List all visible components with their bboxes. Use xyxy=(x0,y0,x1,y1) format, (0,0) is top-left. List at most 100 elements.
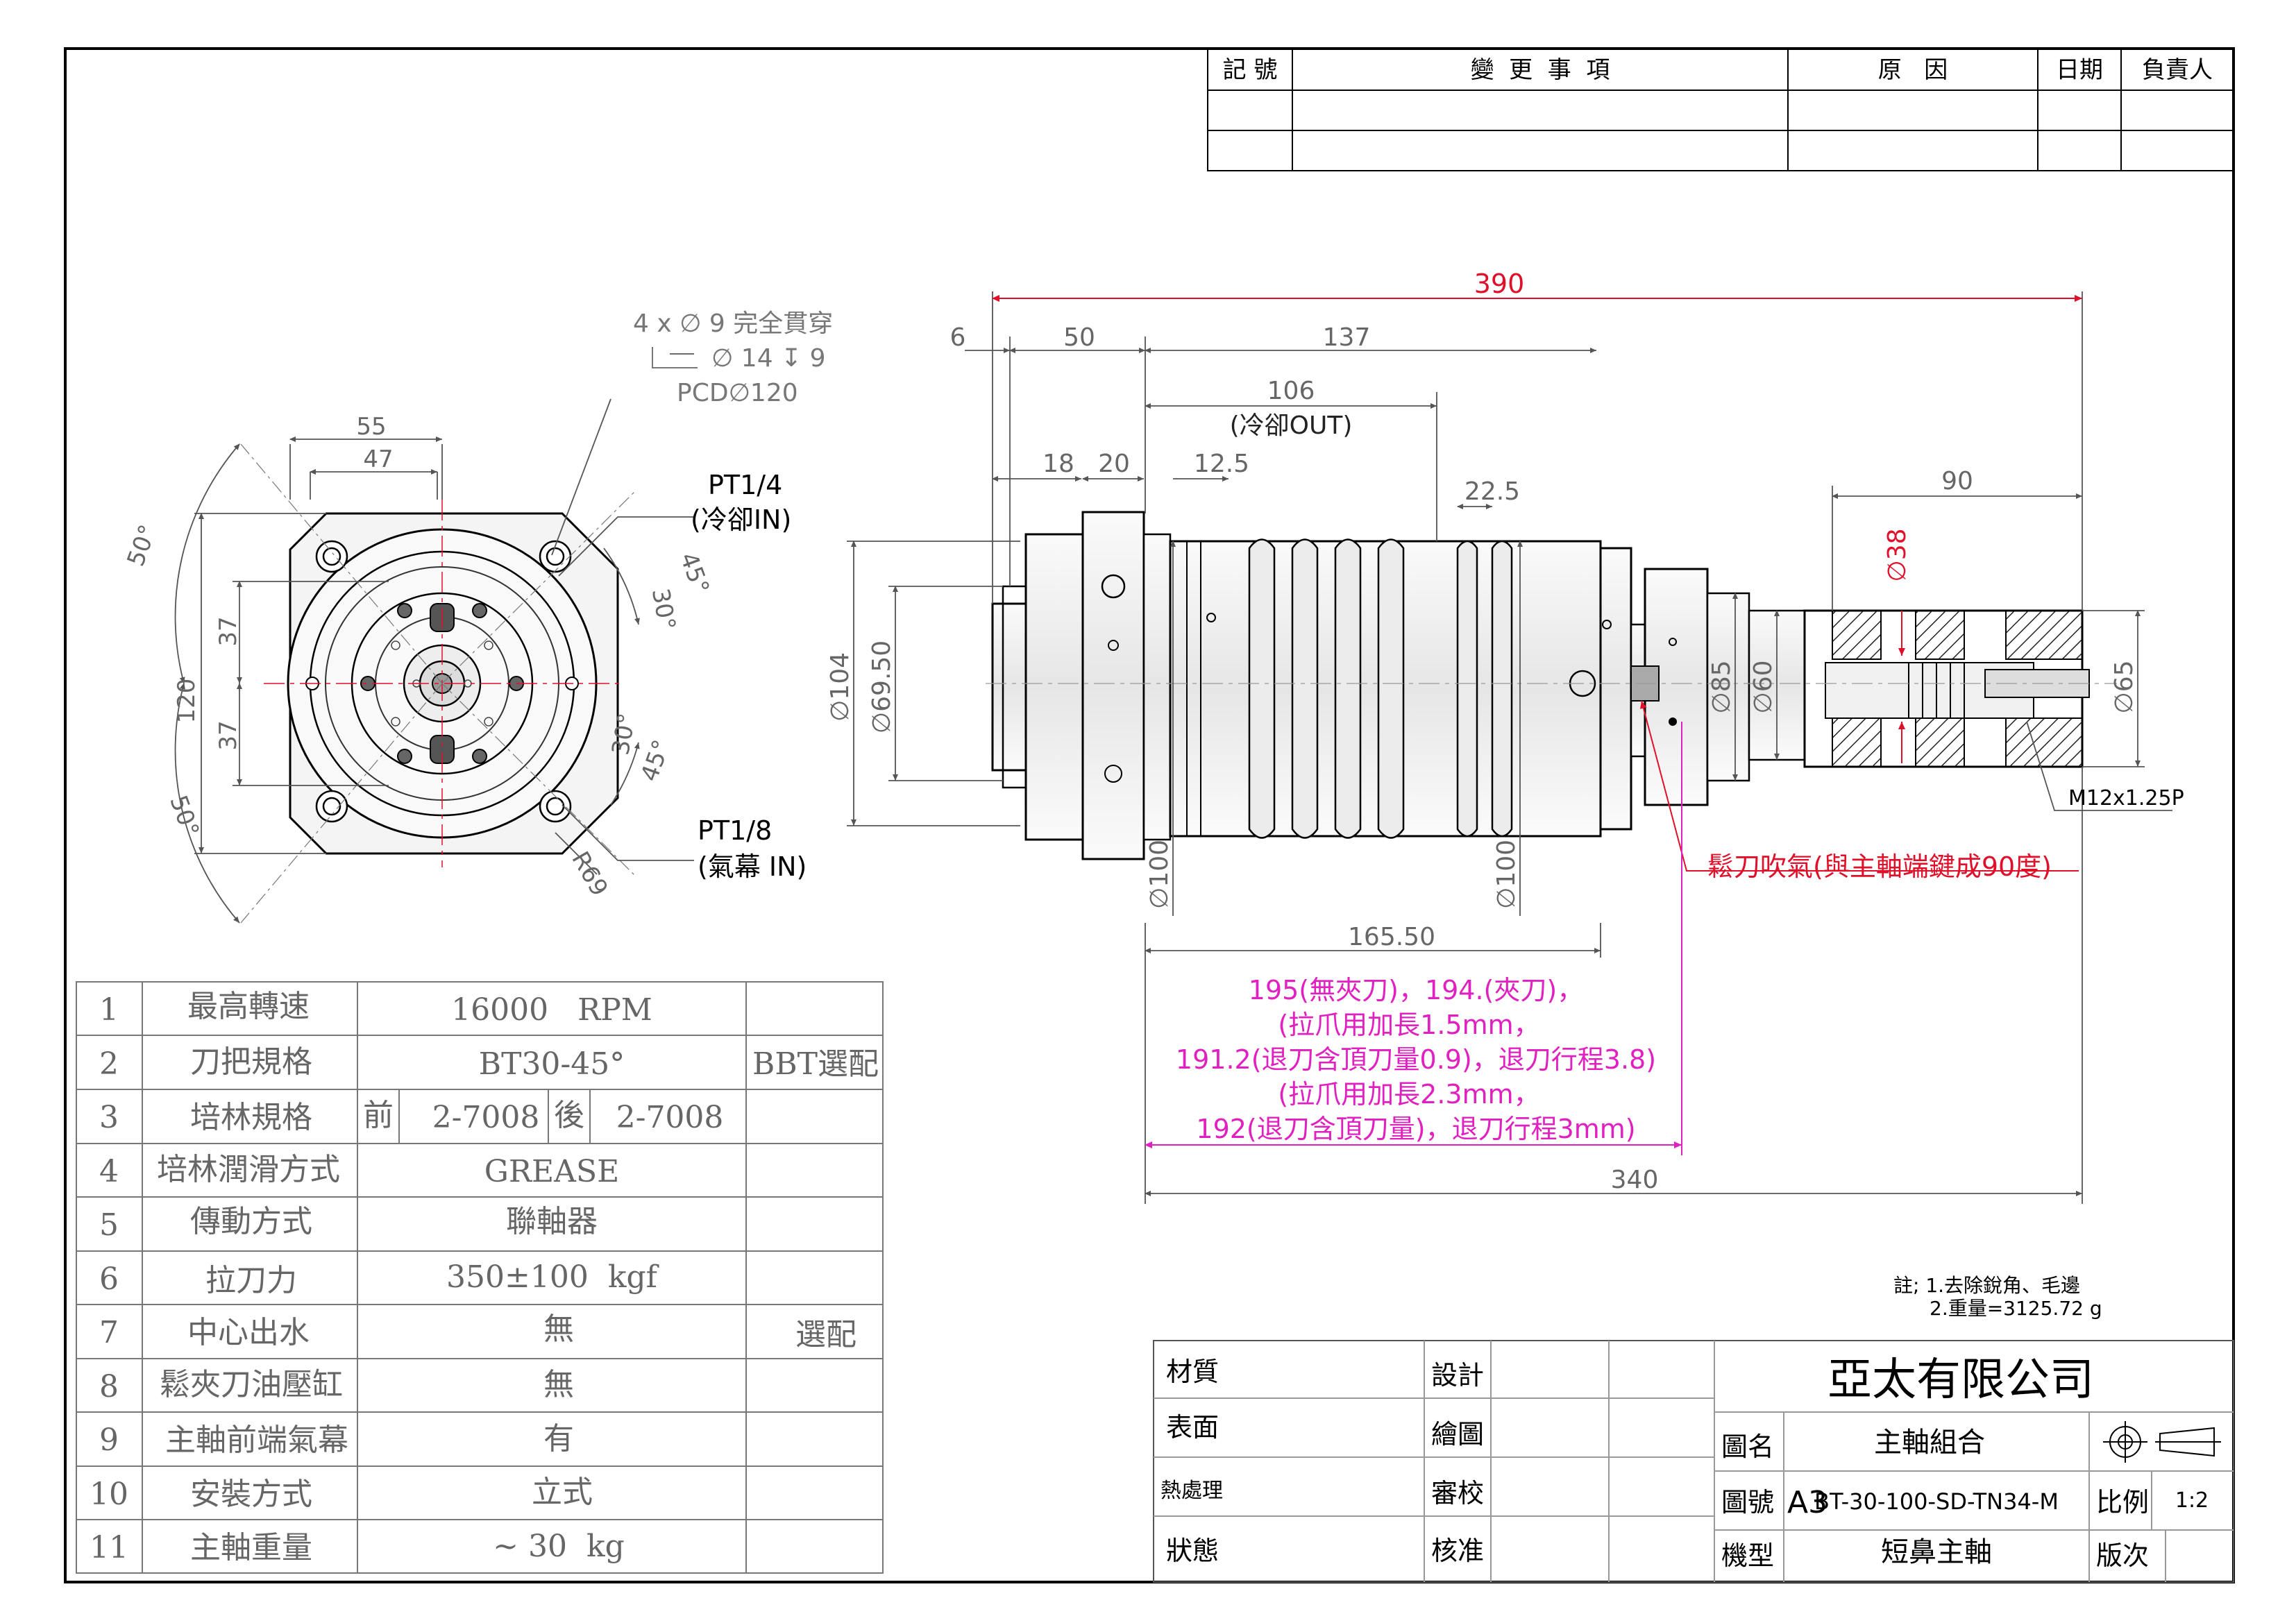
dim-22-5: 22.5 xyxy=(1464,477,1520,506)
magenta-note-5: 192(退刀含頂刀量)，退刀行程3mm) xyxy=(1196,1114,1635,1144)
tb-draw-label: 繪圖 xyxy=(1431,1419,1484,1450)
dim-120: 120 xyxy=(173,679,201,724)
dim-45deg-upper: 45° xyxy=(674,549,714,597)
spec-row-11-no: 11 xyxy=(90,1530,128,1565)
rev-header-date: 日期 xyxy=(2056,56,2103,84)
dim-dia-85: ∅85 xyxy=(1707,660,1736,713)
dim-106: 106 xyxy=(1267,377,1315,405)
dim-dia-104: ∅104 xyxy=(826,652,854,722)
dim-47: 47 xyxy=(363,445,393,473)
title-block xyxy=(1153,1340,2234,1583)
holes-note-line3: PCD∅120 xyxy=(677,379,798,407)
dim-165-50: 165.50 xyxy=(1348,923,1435,951)
tb-model-label: 機型 xyxy=(1721,1540,1774,1571)
spec-row-8-item: 鬆夾刀油壓缸 xyxy=(160,1367,343,1402)
tb-heat-label: 熱處理 xyxy=(1160,1479,1223,1503)
tb-material-label: 材質 xyxy=(1166,1357,1219,1387)
spec-row-7-value: 無 xyxy=(543,1311,574,1347)
spec-row-5-value: 聯軸器 xyxy=(506,1204,598,1239)
dim-50: 50 xyxy=(1063,323,1095,352)
magenta-note-1: 195(無夾刀)，194.(夾刀)， xyxy=(1249,975,1583,1005)
dim-12-5: 12.5 xyxy=(1194,450,1249,478)
spec-row-10-no: 10 xyxy=(90,1477,128,1512)
dim-18: 18 xyxy=(1043,450,1074,478)
dim-20: 20 xyxy=(1098,450,1130,478)
dim-340: 340 xyxy=(1611,1166,1659,1194)
thread-callout: M12x1.25P xyxy=(2068,786,2184,810)
spec-row-6-value: 350±100 kgf xyxy=(446,1259,659,1295)
dim-390: 390 xyxy=(1474,269,1525,299)
dim-55: 55 xyxy=(356,413,386,441)
dim-45deg-lower: 45° xyxy=(636,736,676,785)
note-1: 註; 1.去除銳角、毛邊 xyxy=(1893,1274,2080,1297)
magenta-note-4: (拉爪用加長2.3mm， xyxy=(1278,1079,1539,1110)
spec-row-3-front: 2-7008 xyxy=(432,1100,540,1135)
dim-r69: R69 xyxy=(566,847,613,901)
tb-status-label: 狀態 xyxy=(1166,1536,1219,1566)
spec-row-1-value: 16000 RPM xyxy=(451,992,652,1028)
release-air-note: 鬆刀吹氣(與主軸端鍵成90度) xyxy=(1707,851,2052,882)
spec-row-3-rear: 2-7008 xyxy=(616,1100,724,1135)
spec-row-3-no: 3 xyxy=(99,1100,119,1135)
tb-drawing-name: 主軸組合 xyxy=(1874,1427,1985,1459)
revision-table xyxy=(1207,48,2234,171)
spec-row-7-item: 中心出水 xyxy=(187,1315,310,1350)
spec-row-7-note: 選配 xyxy=(795,1317,856,1352)
spec-row-11-item: 主軸重量 xyxy=(190,1530,312,1565)
spec-row-4-item: 培林潤滑方式 xyxy=(157,1152,340,1187)
port-air-curtain-code: PT1/8 xyxy=(698,815,772,846)
spec-row-9-no: 9 xyxy=(99,1422,119,1458)
tb-surface-label: 表面 xyxy=(1166,1412,1219,1443)
dim-dia-100-rear: ∅100 xyxy=(1492,840,1521,909)
dim-50deg-upper: 50° xyxy=(122,521,162,570)
front-flange xyxy=(1081,511,1145,860)
spec-row-5-no: 5 xyxy=(99,1207,119,1243)
port-coolant-in-label: (冷卻IN) xyxy=(691,504,791,535)
dim-dia-69-50: ∅69.50 xyxy=(868,640,896,733)
spec-row-8-value: 無 xyxy=(543,1367,574,1402)
spec-row-7-no: 7 xyxy=(99,1315,119,1350)
spec-row-10-value: 立式 xyxy=(532,1475,593,1510)
rev-header-owner: 負責人 xyxy=(2142,56,2213,84)
dim-coolant-out: (冷卻OUT) xyxy=(1230,411,1353,440)
dim-50deg-lower: 50° xyxy=(164,792,204,840)
spec-table xyxy=(76,981,884,1574)
dim-37-upper: 37 xyxy=(214,616,242,646)
dim-dia-65: ∅65 xyxy=(2110,660,2138,713)
spec-row-6-no: 6 xyxy=(99,1261,119,1297)
spec-row-3-front-label: 前 xyxy=(363,1098,394,1133)
dim-137: 137 xyxy=(1323,323,1371,352)
magenta-note-3: 191.2(退刀含頂刀量0.9)，退刀行程3.8) xyxy=(1176,1044,1656,1075)
spec-row-2-item: 刀把規格 xyxy=(190,1044,312,1080)
dim-dia-60: ∅60 xyxy=(1749,660,1778,713)
dim-dia-100-front: ∅100 xyxy=(1145,840,1174,909)
port-air-curtain-label: (氣幕 IN) xyxy=(698,851,807,882)
sheet-border xyxy=(64,47,2235,1583)
spec-row-1-no: 1 xyxy=(99,992,119,1028)
spec-row-1-item: 最高轉速 xyxy=(187,989,310,1024)
rev-header-no: 記 號 xyxy=(1223,56,1278,84)
dim-90: 90 xyxy=(1941,467,1973,495)
rev-header-reason: 原 因 xyxy=(1878,56,1948,84)
spec-row-2-value: BT30-45° xyxy=(479,1046,625,1082)
holes-note-line1: 4 x ∅ 9 完全貫穿 xyxy=(633,309,833,338)
spec-row-3-item: 培林規格 xyxy=(190,1100,312,1135)
spec-row-8-no: 8 xyxy=(99,1369,119,1404)
rev-header-change: 變 更 事 項 xyxy=(1471,56,1610,84)
tb-design-label: 設計 xyxy=(1431,1360,1484,1391)
tb-model: 短鼻主軸 xyxy=(1881,1536,1992,1568)
spec-row-6-item: 拉刀力 xyxy=(205,1263,297,1298)
tb-drawing-number: BT-30-100-SD-TN34-M xyxy=(1814,1488,2059,1515)
spec-row-10-item: 安裝方式 xyxy=(190,1477,312,1512)
tb-scale: 1:2 xyxy=(2175,1488,2209,1513)
tb-company: 亞太有限公司 xyxy=(1827,1354,2094,1406)
spec-row-11-value: ~ 30 kg xyxy=(493,1529,625,1564)
sectioned-cylinder xyxy=(1803,609,2090,768)
note-2: 2.重量=3125.72 g xyxy=(1930,1297,2102,1320)
spec-row-9-value: 有 xyxy=(543,1421,574,1456)
tb-scale-label: 比例 xyxy=(2096,1487,2149,1518)
dim-6: 6 xyxy=(950,323,966,352)
dim-dia-38: ∅38 xyxy=(1883,528,1911,581)
spec-row-4-value: GREASE xyxy=(484,1154,619,1189)
holes-note-line2: ∅ 14 ↧ 9 xyxy=(711,344,826,373)
